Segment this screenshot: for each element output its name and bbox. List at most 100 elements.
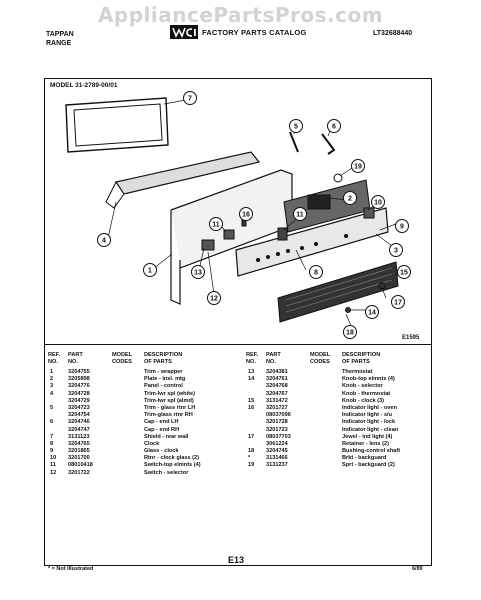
revision-date: 6/89	[412, 566, 423, 572]
callout-number: 2	[348, 196, 352, 203]
part-number-cell: 3204761	[266, 376, 288, 383]
model-code-cell	[310, 376, 342, 383]
description-cell: Rtnr - clock glass (2)	[144, 455, 200, 462]
table-divider	[44, 344, 432, 345]
part-number-cell: 3061224	[266, 440, 288, 447]
description-cell: Clock	[144, 440, 160, 447]
part-number-cell: 3204765	[68, 440, 90, 447]
ref-cell: 14	[248, 376, 255, 383]
model-code-cell	[112, 462, 144, 469]
part-number-cell: 3204745	[266, 448, 288, 455]
table-row: 08037096 Indicator light - s/u	[246, 412, 431, 419]
hdr-desc-2: OF PARTS	[144, 358, 172, 365]
ref-cell: 6	[50, 419, 54, 426]
hdr-ref-1: REF.	[246, 352, 259, 358]
model-code-cell	[310, 455, 342, 462]
model-code-cell	[310, 369, 342, 376]
description-cell: Knob - selector	[342, 383, 383, 390]
ref-cell: *	[248, 455, 251, 462]
ref-cell	[48, 398, 68, 405]
catalog-header: FACTORY PARTS CATALOG	[170, 25, 306, 39]
hdr-codes-1: MODEL	[112, 352, 133, 358]
model-code-cell	[112, 369, 144, 376]
part-number-cell: 3204776	[68, 383, 90, 390]
callout-number: 12	[210, 296, 218, 303]
model-code-cell	[310, 383, 342, 390]
description-cell: Knob - clock (3)	[342, 397, 384, 404]
wci-logo-icon	[170, 25, 198, 39]
callout-number: 3	[394, 248, 398, 255]
model-code-cell	[112, 434, 144, 441]
ref-cell: 15	[248, 397, 255, 404]
part-number-cell: 3201865	[68, 448, 90, 455]
part-number-cell: 3204723	[68, 404, 90, 411]
ref-cell: 17	[248, 433, 255, 440]
model-code-cell	[310, 391, 342, 398]
part-number-cell: 3204754	[68, 412, 90, 419]
part-number-cell: 3131472	[266, 397, 288, 404]
part-number-cell: 3204747	[68, 426, 90, 433]
ref-cell: 18	[248, 448, 255, 455]
part-number-cell: 3201722	[68, 469, 90, 476]
model-code-cell	[112, 391, 144, 398]
ref-cell	[48, 427, 68, 434]
ref-cell: 11	[50, 462, 56, 469]
brand-line-1: TAPPAN	[46, 31, 74, 38]
hdr-desc-2: OF PARTS	[342, 358, 370, 365]
ref-cell: 10	[50, 455, 57, 462]
ref-cell	[246, 383, 266, 390]
model-code-cell	[310, 405, 342, 412]
ref-cell: 7	[50, 433, 54, 440]
hdr-part-2: NO.	[68, 358, 78, 365]
ref-cell: 2	[50, 376, 54, 383]
model-code-cell	[112, 441, 144, 448]
hdr-ref-2: NO.	[48, 358, 58, 365]
callout-number: 13	[194, 270, 202, 277]
callout-number: 5	[294, 124, 298, 131]
ref-cell	[246, 391, 266, 398]
description-cell: Trim-lwr spl (white)	[144, 390, 195, 397]
description-cell: Trim-glass rtnr RH	[144, 412, 193, 419]
description-cell: Shield - rear wall	[144, 433, 189, 440]
model-code-cell	[112, 383, 144, 390]
model-code-cell	[310, 427, 342, 434]
description-cell: Indicator light - s/u	[342, 412, 393, 419]
page-frame	[44, 78, 432, 566]
part-number-cell: 3204755	[68, 369, 90, 375]
description-cell: Trim - glass rtnr LH	[144, 404, 196, 411]
part-number-cell: 3201727	[266, 404, 288, 411]
description-cell: Panel - control	[144, 383, 183, 390]
callout-number: 7	[188, 96, 192, 103]
hdr-part-1: PART	[266, 352, 281, 358]
brand-block: TAPPAN RANGE	[46, 30, 74, 48]
callout-number: 11	[296, 212, 304, 219]
part-number-cell: 3131466	[266, 455, 288, 462]
ref-cell: 19	[248, 462, 255, 469]
hdr-codes-1: MODEL	[310, 352, 331, 358]
part-control-panel	[235, 207, 389, 277]
hdr-codes-2: CODES	[112, 358, 132, 365]
model-code-cell	[310, 434, 342, 441]
description-cell: Indicator light - lock	[342, 419, 396, 426]
description-cell: Trim-lwr spl (almd)	[144, 397, 194, 404]
part-number-cell: 08037096	[266, 412, 291, 419]
catalog-title: FACTORY PARTS CATALOG	[202, 27, 307, 37]
